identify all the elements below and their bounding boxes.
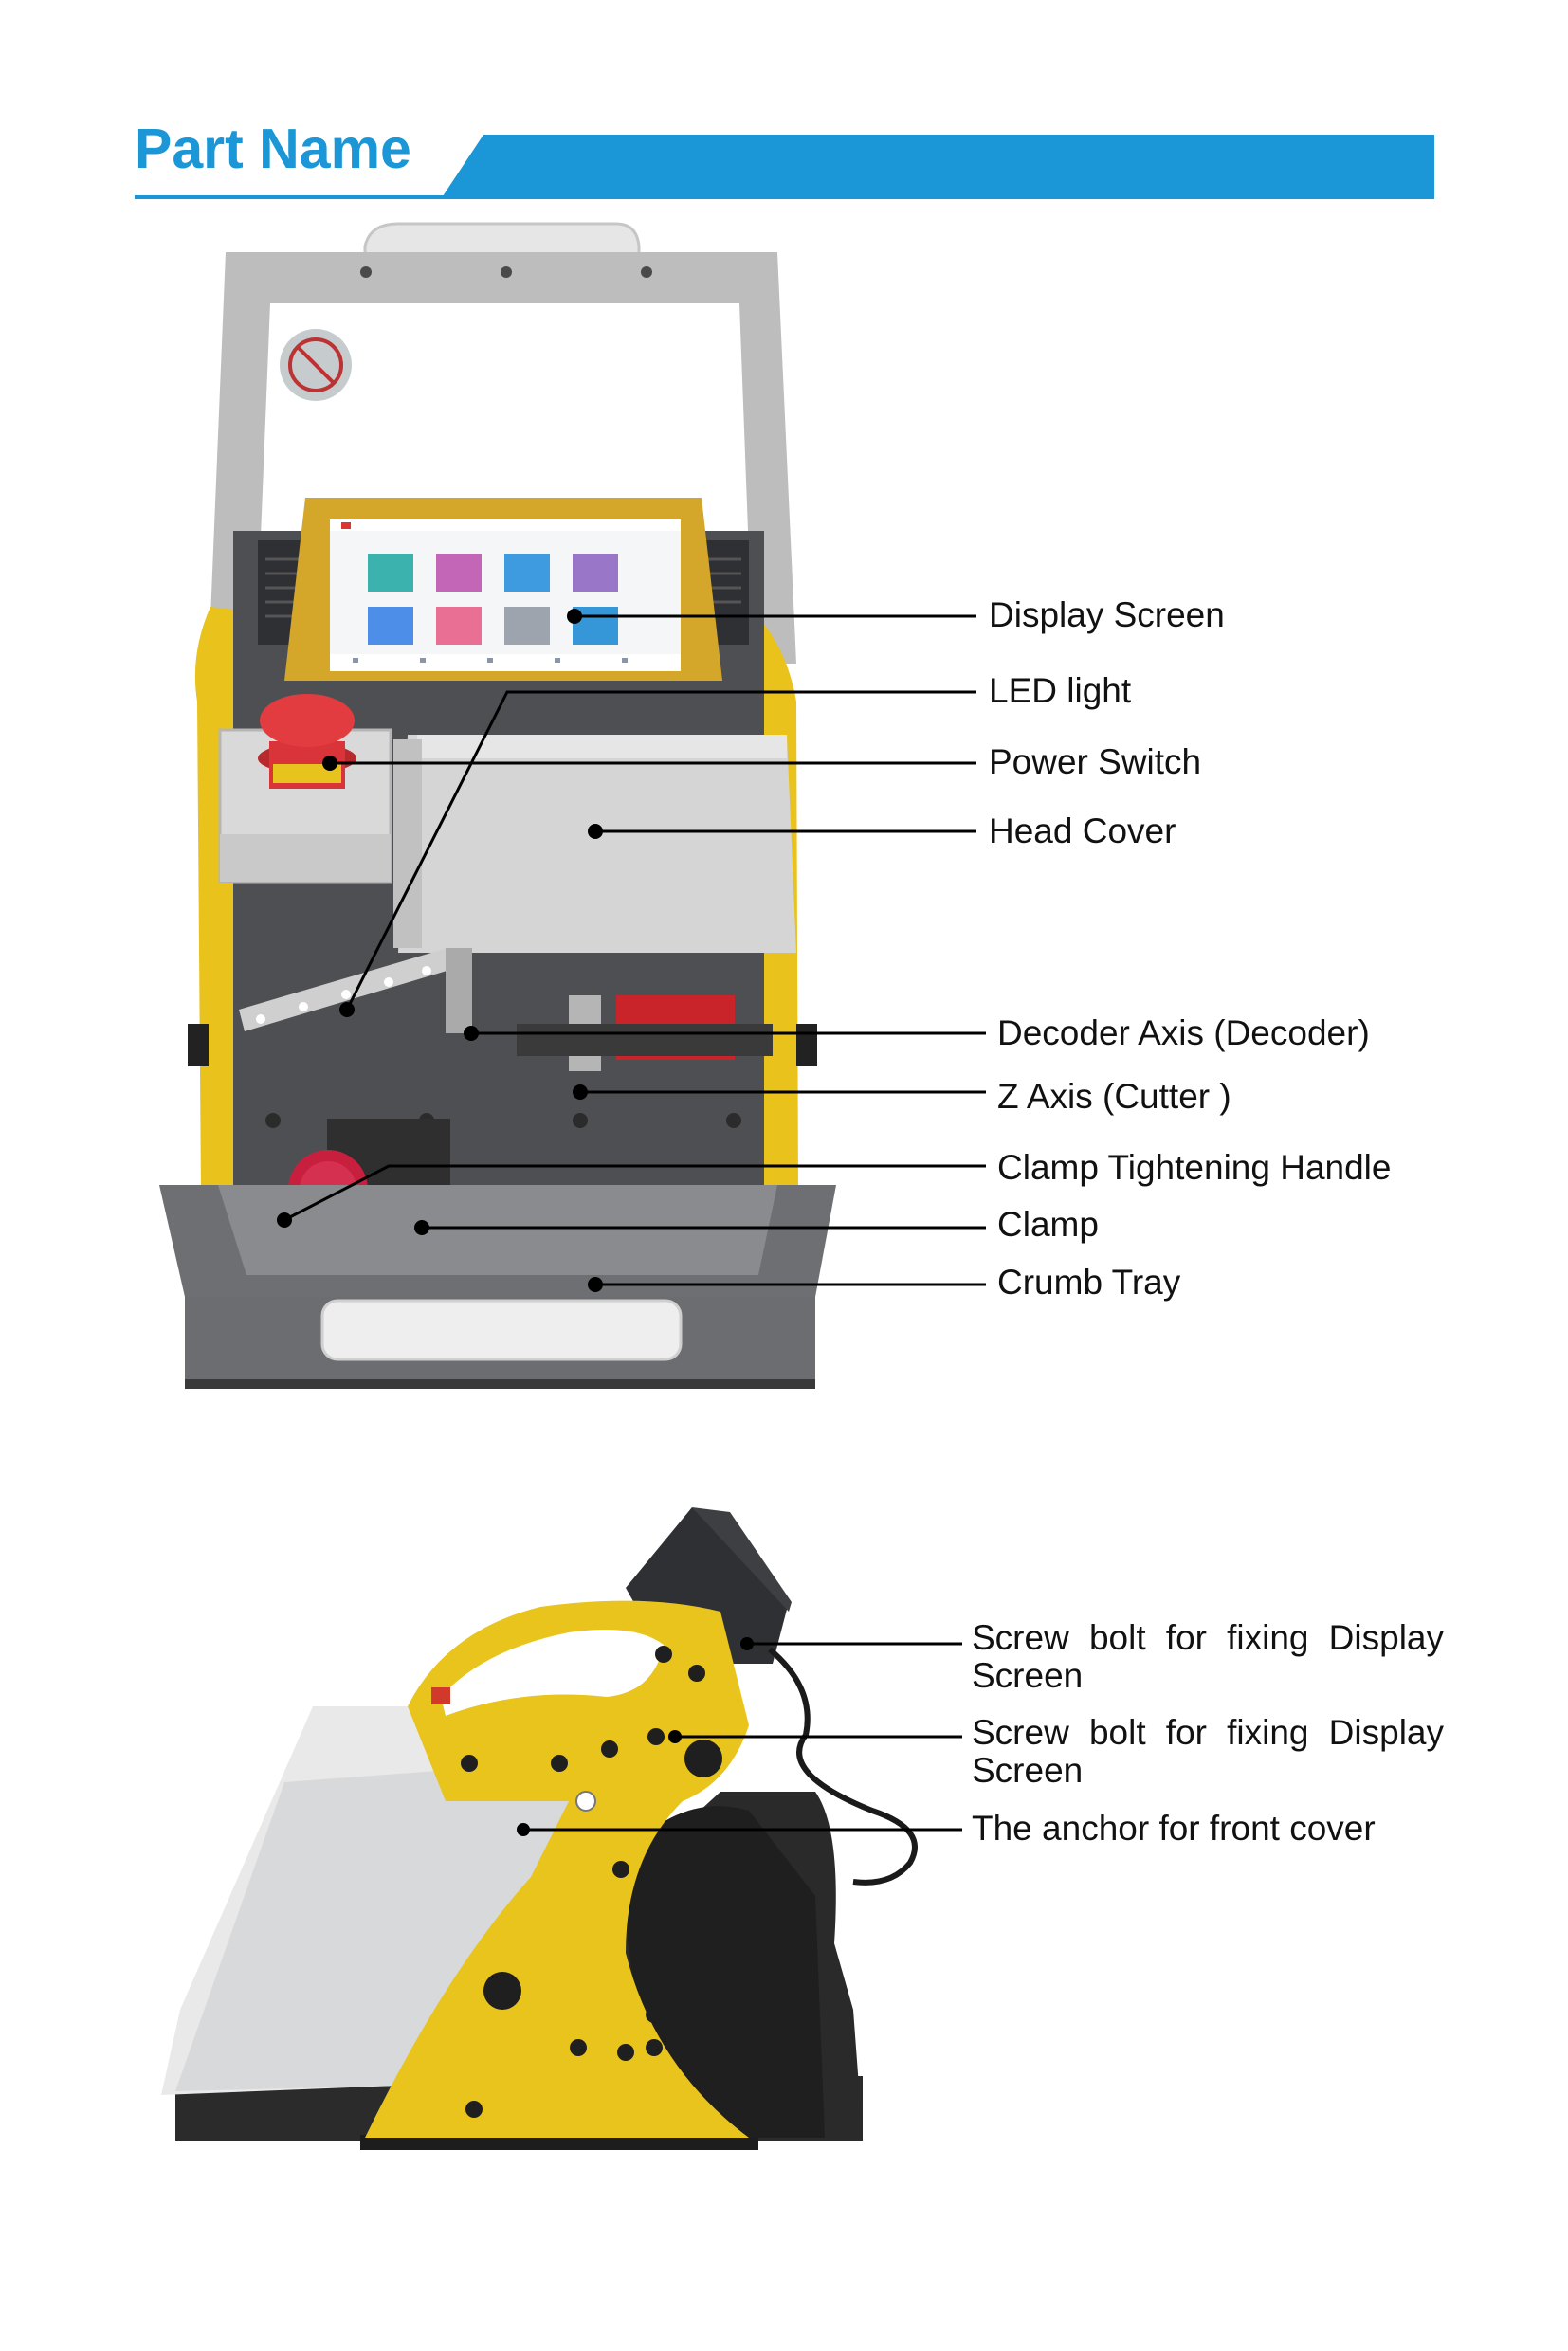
page-title: Part Name — [135, 118, 411, 180]
label-front-cover-anchor: The anchor for front cover — [972, 1809, 1376, 1848]
label-decoder-axis: Decoder Axis (Decoder) — [997, 1013, 1370, 1052]
display-app-tile — [368, 554, 413, 592]
key-machine-side-image — [161, 1507, 962, 2150]
label-led-light: LED light — [989, 671, 1132, 710]
display-app-tile — [436, 607, 482, 645]
label-head-cover: Head Cover — [989, 811, 1176, 850]
display-app-tile — [368, 607, 413, 645]
label-screw-bolt-1-line1: Screw bolt for fixing Display — [972, 1618, 1444, 1657]
key-machine-front-image — [159, 222, 986, 1389]
display-app-tile — [573, 554, 618, 592]
label-clamp: Clamp — [997, 1205, 1099, 1244]
label-clamp-handle: Clamp Tightening Handle — [997, 1148, 1392, 1187]
label-z-axis: Z Axis (Cutter ) — [997, 1077, 1231, 1116]
display-app-tile — [436, 554, 482, 592]
label-display-screen: Display Screen — [989, 595, 1225, 634]
label-screw-bolt-1-line2: Screen — [972, 1656, 1084, 1695]
label-screw-bolt-1: Screw bolt for fixing Display Screen — [972, 1619, 1444, 1695]
label-screw-bolt-2-line1: Screw bolt for fixing Display — [972, 1713, 1444, 1752]
display-app-tile — [504, 554, 550, 592]
label-power-switch: Power Switch — [989, 742, 1202, 781]
display-app-tile — [504, 607, 550, 645]
title-banner — [135, 135, 1434, 199]
label-screw-bolt-2-line2: Screen — [972, 1751, 1084, 1790]
label-crumb-tray: Crumb Tray — [997, 1263, 1181, 1302]
label-screw-bolt-2: Screw bolt for fixing Display Screen — [972, 1714, 1444, 1790]
